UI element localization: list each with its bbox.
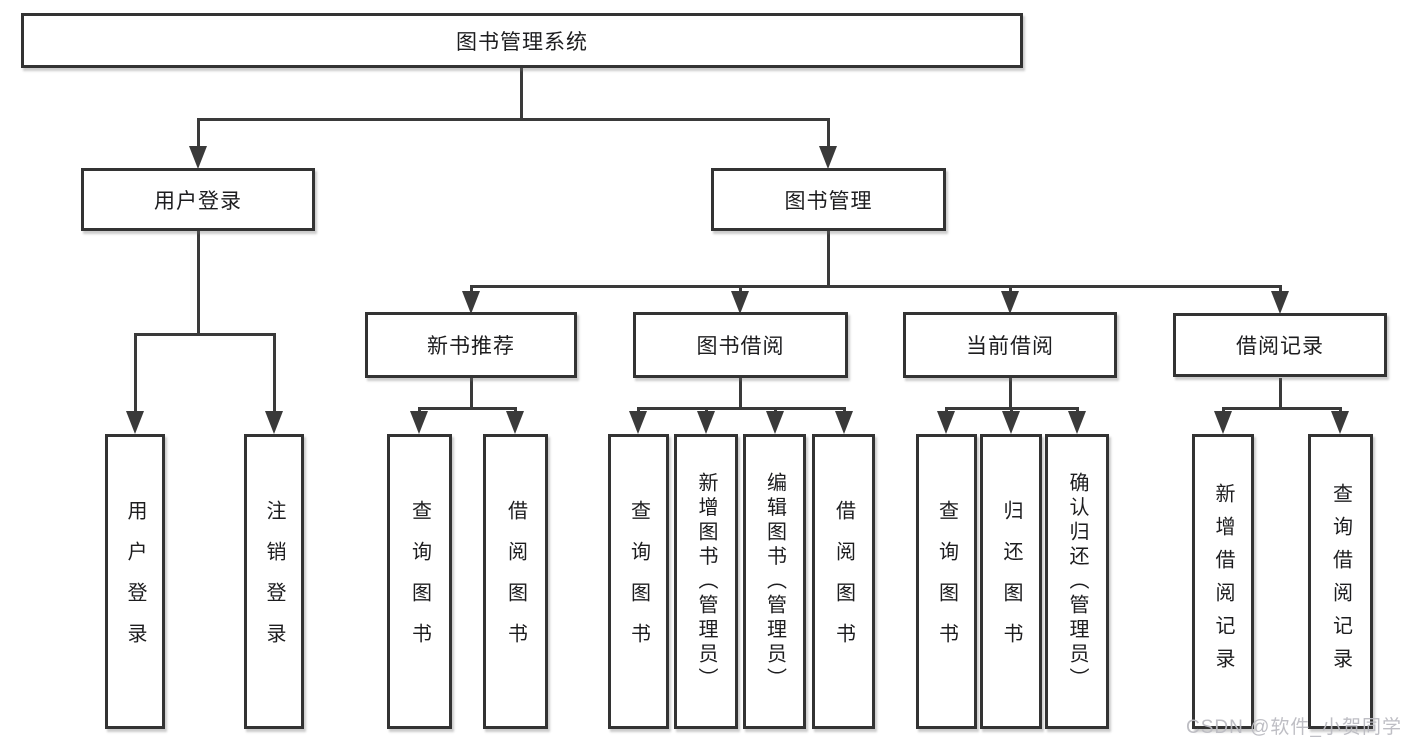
node-current-borrowing: 当前借阅 xyxy=(903,312,1117,378)
leaf-label: 编辑图书（管理员） xyxy=(763,471,786,692)
connector-stem xyxy=(945,407,948,414)
arrow-down-icon xyxy=(1214,411,1232,434)
connector-stem-user-login xyxy=(197,118,200,148)
arrow-down-icon xyxy=(1002,411,1020,434)
connector-stem xyxy=(705,407,708,414)
arrow-down-icon xyxy=(819,146,837,169)
leaf-label: 查询图书 xyxy=(935,499,958,664)
arrow-down-icon xyxy=(1001,291,1019,314)
arrow-down-icon xyxy=(697,411,715,434)
arrow-down-icon xyxy=(506,411,524,434)
leaf-label: 查询借阅记录 xyxy=(1329,482,1352,681)
leaf-label: 新增图书（管理员） xyxy=(695,471,717,692)
csdn-watermark: CSDN @软件_小贺同学 xyxy=(1186,717,1402,738)
node-new-book-recommendation: 新书推荐 xyxy=(365,312,577,378)
connector-stem xyxy=(1222,407,1225,414)
arrow-down-icon xyxy=(1271,291,1289,314)
connector-stem xyxy=(774,407,777,414)
leaf-label: 借阅图书 xyxy=(832,499,855,664)
leaf-add-borrow-record: 新增借阅记录 xyxy=(1192,434,1254,729)
connector-stem xyxy=(739,378,742,409)
connector-root-bar xyxy=(197,118,830,121)
arrow-down-icon xyxy=(189,146,207,169)
leaf-label: 归还图书 xyxy=(1000,499,1022,664)
connector-user-login-stem xyxy=(197,231,200,335)
connector-stem xyxy=(739,285,742,294)
leaf-borrow-books-recommend: 借阅图书 xyxy=(483,434,548,729)
leaf-label: 查询图书 xyxy=(627,499,650,664)
leaf-label: 确认归还（管理员） xyxy=(1066,471,1088,692)
leaf-borrow-books: 借阅图书 xyxy=(812,434,875,729)
arrow-down-icon xyxy=(1331,411,1349,434)
connector-stem-book-management xyxy=(827,118,830,148)
node-book-management: 图书管理 xyxy=(711,168,946,231)
arrow-down-icon xyxy=(1068,411,1086,434)
node-user-login: 用户登录 xyxy=(81,168,315,231)
arrow-down-icon xyxy=(265,411,283,434)
arrow-down-icon xyxy=(731,291,749,314)
connector-bar xyxy=(1222,407,1342,410)
leaf-query-books-borrowing: 查询图书 xyxy=(608,434,669,729)
leaf-query-borrow-record: 查询借阅记录 xyxy=(1308,434,1373,729)
leaf-return-book: 归还图书 xyxy=(980,434,1042,729)
connector-stem xyxy=(418,407,421,414)
leaf-query-books-recommend: 查询图书 xyxy=(387,434,452,729)
connector-stem xyxy=(1339,407,1342,414)
node-book-borrowing: 图书借阅 xyxy=(633,312,848,378)
arrow-down-icon xyxy=(126,411,144,434)
connector-stem xyxy=(470,285,473,294)
connector-bar xyxy=(418,407,517,410)
leaf-label: 注销登录 xyxy=(263,499,285,664)
connector-stem xyxy=(1009,285,1012,294)
connector-book-management-stem xyxy=(827,231,830,287)
arrow-down-icon xyxy=(462,291,480,314)
arrow-down-icon xyxy=(410,411,428,434)
leaf-logout: 注销登录 xyxy=(244,434,304,729)
connector-book-management-bar xyxy=(470,285,1282,288)
arrow-down-icon xyxy=(766,411,784,434)
leaf-edit-book-admin: 编辑图书（管理员） xyxy=(743,434,806,729)
connector-stem xyxy=(514,407,517,414)
connector-stem xyxy=(1279,378,1282,409)
leaf-label: 新增借阅记录 xyxy=(1212,482,1234,681)
connector-stem xyxy=(1279,285,1282,294)
connector-stem xyxy=(1076,407,1079,414)
arrow-down-icon xyxy=(629,411,647,434)
leaf-add-book-admin: 新增图书（管理员） xyxy=(674,434,738,729)
arrow-down-icon xyxy=(937,411,955,434)
leaf-label: 查询图书 xyxy=(408,499,431,664)
connector-stem xyxy=(470,378,473,409)
leaf-confirm-return-admin: 确认归还（管理员） xyxy=(1045,434,1109,729)
connector-stem xyxy=(843,407,846,414)
node-library-management-system: 图书管理系统 xyxy=(21,13,1023,68)
connector-user-login-bar xyxy=(134,333,276,336)
connector-stem-leaf xyxy=(273,333,276,413)
connector-stem-leaf xyxy=(134,333,137,413)
connector-root-stem xyxy=(520,66,523,120)
connector-bar xyxy=(637,407,846,410)
leaf-label: 借阅图书 xyxy=(504,499,527,664)
leaf-label: 用户登录 xyxy=(124,499,146,664)
arrow-down-icon xyxy=(835,411,853,434)
connector-stem xyxy=(1010,407,1013,414)
leaf-query-books-current: 查询图书 xyxy=(916,434,977,729)
leaf-user-login: 用户登录 xyxy=(105,434,165,729)
connector-stem xyxy=(1009,378,1012,409)
connector-stem xyxy=(637,407,640,414)
node-borrowing-records: 借阅记录 xyxy=(1173,313,1387,377)
